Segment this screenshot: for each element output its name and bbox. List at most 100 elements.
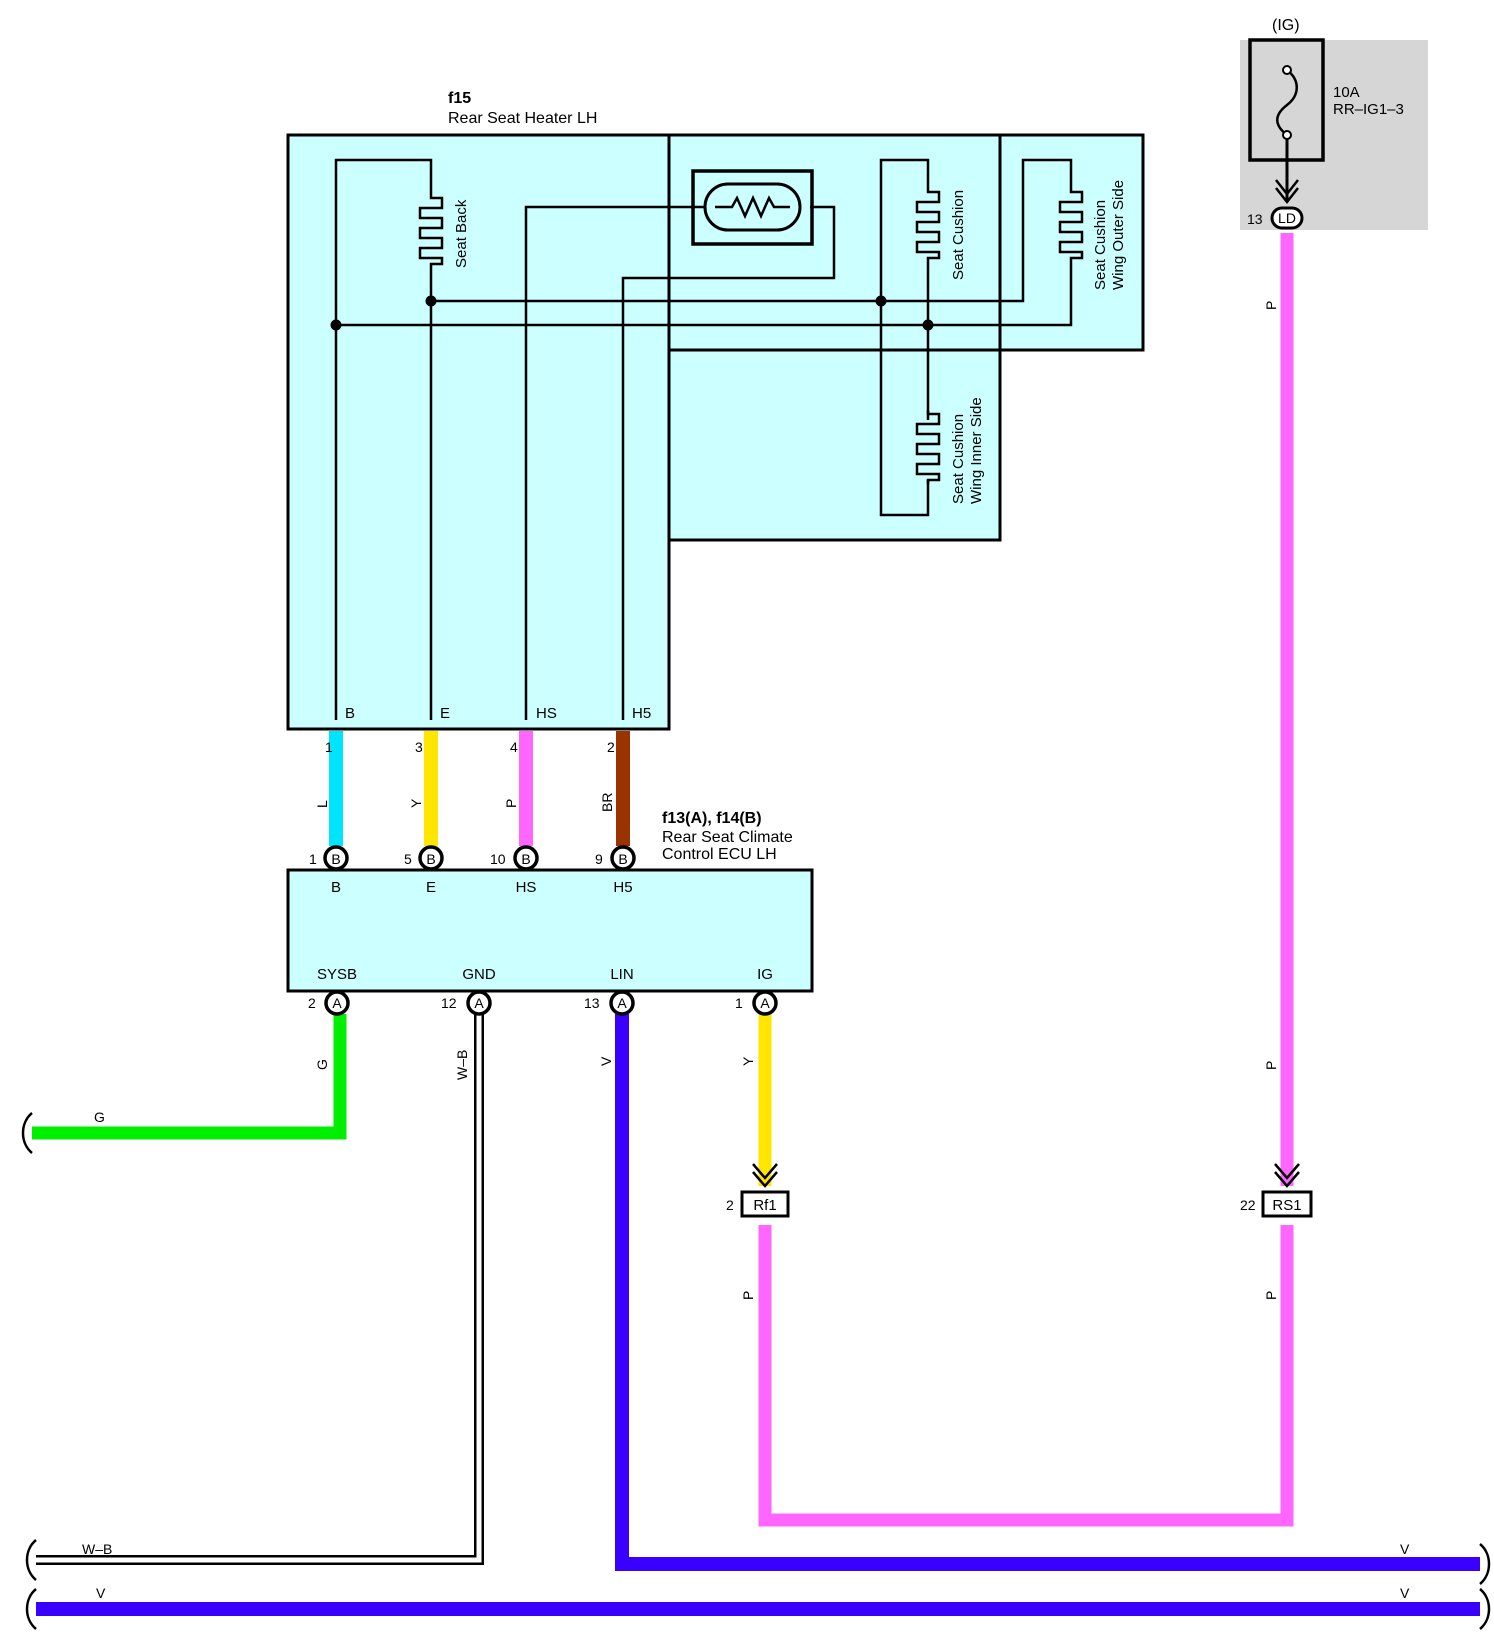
connector-ld-pin: 13: [1247, 211, 1263, 227]
wire-code-wb: W–B: [454, 1050, 470, 1080]
thermistor-capsule: [703, 182, 802, 232]
rs1-box: [1261, 1190, 1313, 1218]
ecu-top-conn-1: B: [331, 851, 340, 867]
rs1-label: RS1: [1272, 1197, 1301, 1214]
ecu-top-pin-9: 9: [595, 851, 603, 867]
thermistor-resistor-icon: [715, 194, 790, 220]
wire-p-loop: [758, 1225, 1294, 1527]
ecu-top-label-e: E: [426, 879, 436, 896]
ecu-top-pin-5: 5: [404, 851, 412, 867]
bus-label-g: G: [94, 1109, 105, 1125]
rs1-arrow-icon: [1274, 1163, 1300, 1188]
rf1-arrow-icon: [752, 1163, 778, 1188]
bus-label-v-left: V: [96, 1585, 106, 1601]
ecu-top-label-h5: H5: [613, 879, 632, 896]
fuse-box-background: [1240, 40, 1428, 230]
ecu-bottom-conn-1: A: [760, 995, 770, 1011]
rf1-label: Rf1: [753, 1197, 776, 1214]
fuse-supply-label: (IG): [1272, 17, 1300, 34]
ecu-bottom-conn-12: A: [474, 995, 484, 1011]
fuse-terminal-bottom: [1282, 130, 1292, 140]
wire-g: [32, 1014, 347, 1140]
connector-ld: [1270, 206, 1304, 230]
fuse-rating: 10A: [1333, 84, 1360, 101]
heater-pin-num-2: 2: [607, 739, 615, 755]
ecu-top-conn-9: B: [618, 851, 627, 867]
heater-id: f15: [448, 90, 471, 107]
seat-cushion-label: Seat Cushion: [950, 190, 967, 280]
wire-break-symbols: [21, 1112, 1491, 1630]
heater-pin-num-4: 4: [510, 739, 518, 755]
fuse-element-icon: [1276, 69, 1298, 136]
lower-wires: [32, 233, 1480, 1616]
wing-inner-label-2: Wing Inner Side: [968, 397, 985, 504]
junction-rs1: RS1 22 P: [1240, 1163, 1313, 1300]
rear-seat-heater: f15 Rear Seat Heater LH: [286, 90, 1145, 731]
ecu-name-line1: Rear Seat Climate: [662, 829, 793, 846]
fuse-arrow-icon: [1275, 179, 1299, 205]
ecu-bottom-label-lin: LIN: [610, 966, 633, 983]
ecu-top-conn-5: B: [426, 851, 435, 867]
heater-cushion-box: [667, 133, 1145, 542]
ecu-bottom-pin-1: 1: [735, 995, 743, 1011]
fuse-block: (IG) 10A RR–IG1–3 LD 13: [1240, 17, 1428, 230]
wire-code-g: G: [314, 1059, 330, 1070]
wire-code-l: L: [314, 800, 330, 808]
rs1-pin: 22: [1240, 1197, 1256, 1213]
ecu-box: [286, 868, 814, 993]
wire-wb-inner: [36, 1014, 482, 1563]
ecu-top-pin-10: 10: [490, 851, 506, 867]
ecu-top-conn-10: B: [521, 851, 530, 867]
rear-seat-climate-ecu: f13(A), f14(B) Rear Seat Climate Control…: [286, 810, 814, 993]
rf1-box: [740, 1190, 790, 1218]
ecu-bottom-pin-2: 2: [308, 995, 316, 1011]
fuse-name: RR–IG1–3: [1333, 101, 1404, 118]
rf1-wire-code: P: [740, 1291, 756, 1300]
ecu-bottom-label-gnd: GND: [462, 966, 496, 983]
ecu-bottom-pin-12: 12: [441, 995, 457, 1011]
connector-ld-label: LD: [1278, 210, 1296, 226]
ecu-bottom-connectors: [324, 990, 778, 1016]
heater-internal-wiring: [334, 158, 1073, 720]
wire-code-v: V: [598, 1056, 614, 1066]
rf1-pin: 2: [726, 1197, 734, 1213]
heater-name: Rear Seat Heater LH: [448, 110, 597, 127]
rs1-wire-code: P: [1263, 1291, 1279, 1300]
ecu-name-line2: Control ECU LH: [662, 846, 777, 863]
seat-cushion-element-icon: [915, 188, 941, 262]
ecu-top-connectors: [323, 845, 636, 871]
heater-pin-label-e: E: [440, 705, 450, 722]
ecu-id: f13(A), f14(B): [662, 810, 762, 827]
fuse-terminal-top: [1282, 65, 1292, 75]
ecu-top-pin-1: 1: [309, 851, 317, 867]
wire-code-y-ig: Y: [740, 1056, 756, 1066]
wire-code-p-fuse-top: P: [1263, 301, 1279, 310]
seat-back-element-icon: [418, 194, 444, 268]
bus-label-wb: W–B: [82, 1541, 112, 1557]
heater-junction-dots: [330, 295, 934, 331]
seat-back-label: Seat Back: [453, 199, 470, 268]
bus-label-v-right-upper: V: [1400, 1541, 1410, 1557]
wire-code-p: P: [503, 799, 519, 808]
wire-code-y: Y: [408, 798, 424, 808]
wire-code-br: BR: [599, 793, 615, 812]
wing-outer-label-2: Wing Outer Side: [1110, 180, 1127, 290]
heater-pin-label-b: B: [345, 705, 355, 722]
heater-main-box: [286, 133, 671, 731]
wing-outer-label-1: Seat Cushion: [1092, 200, 1109, 290]
bus-label-v-right-lower: V: [1400, 1585, 1410, 1601]
junction-rf1: Rf1 2 P: [726, 1163, 790, 1300]
ecu-bottom-pin-13: 13: [584, 995, 600, 1011]
wire-v-lin: [615, 1014, 1480, 1571]
wire-wb-outer: [36, 1014, 484, 1565]
ecu-top-label-b: B: [331, 879, 341, 896]
wing-outer-element-icon: [1058, 188, 1084, 262]
ecu-top-label-hs: HS: [516, 879, 537, 896]
ecu-bottom-conn-2: A: [332, 995, 342, 1011]
thermistor-box: [691, 169, 814, 246]
heater-to-ecu-wires: 1 3 4 2 L Y P BR: [314, 731, 630, 846]
ecu-bottom-label-ig: IG: [757, 966, 773, 983]
heater-pin-label-hs: HS: [536, 705, 557, 722]
wing-inner-label-1: Seat Cushion: [950, 414, 967, 504]
wing-inner-element-icon: [915, 410, 941, 484]
